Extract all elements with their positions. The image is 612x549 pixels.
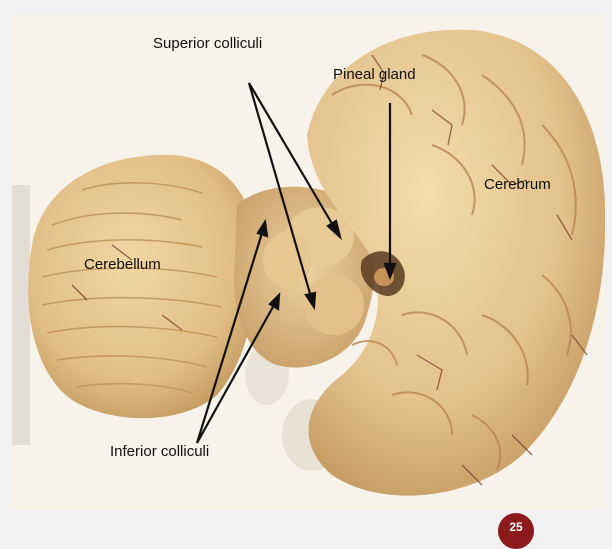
label-superior-colliculi: Superior colliculi (153, 35, 263, 52)
brain-photograph (12, 15, 605, 509)
annotation-arrows (195, 82, 397, 444)
page-number-badge: 25 (498, 513, 534, 549)
slide: Superior colliculi Pineal gland Cerebrum… (12, 15, 605, 549)
label-pineal-gland: Pineal gland (333, 66, 416, 83)
label-inferior-colliculi: Inferior colliculi (110, 443, 210, 460)
brain-illustration (12, 15, 605, 509)
label-cerebrum: Cerebrum (484, 176, 551, 193)
label-cerebellum: Cerebellum (84, 256, 161, 273)
